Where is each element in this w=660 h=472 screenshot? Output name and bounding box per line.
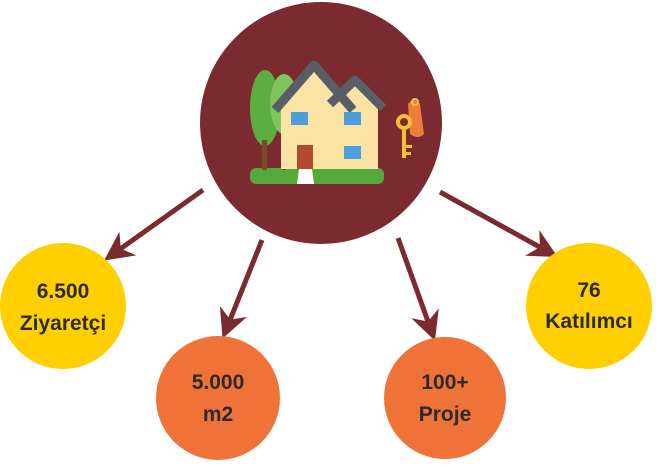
stat-label: Katılımcı <box>545 310 633 333</box>
stat-circle <box>384 337 506 459</box>
stat-value: 100+ <box>421 371 468 394</box>
stat-value: 76 <box>577 279 600 302</box>
stat-value: 5.000 <box>192 371 245 394</box>
stat-node-projects: 100+ Proje <box>384 337 506 459</box>
arrows <box>104 187 558 341</box>
hub <box>200 2 442 244</box>
stat-node-area: 5.000 m2 <box>156 336 280 460</box>
stat-label: Proje <box>419 403 472 426</box>
stat-node-participants: 76 Katılımcı <box>526 243 652 369</box>
stat-circle <box>0 243 126 369</box>
stat-circle <box>156 336 280 460</box>
stat-label: m2 <box>203 403 233 426</box>
arrow-to-area <box>219 239 265 339</box>
stat-node-visitors: 6.500 Ziyaretçi <box>0 243 126 369</box>
stat-label: Ziyaretçi <box>20 312 106 335</box>
stat-value: 6.500 <box>37 280 90 303</box>
house-with-key-icon <box>250 60 424 184</box>
arrow-to-participants <box>438 189 558 258</box>
arrow-to-visitors <box>104 187 205 261</box>
arrow-to-projects <box>395 237 439 341</box>
stat-circle <box>526 243 652 369</box>
